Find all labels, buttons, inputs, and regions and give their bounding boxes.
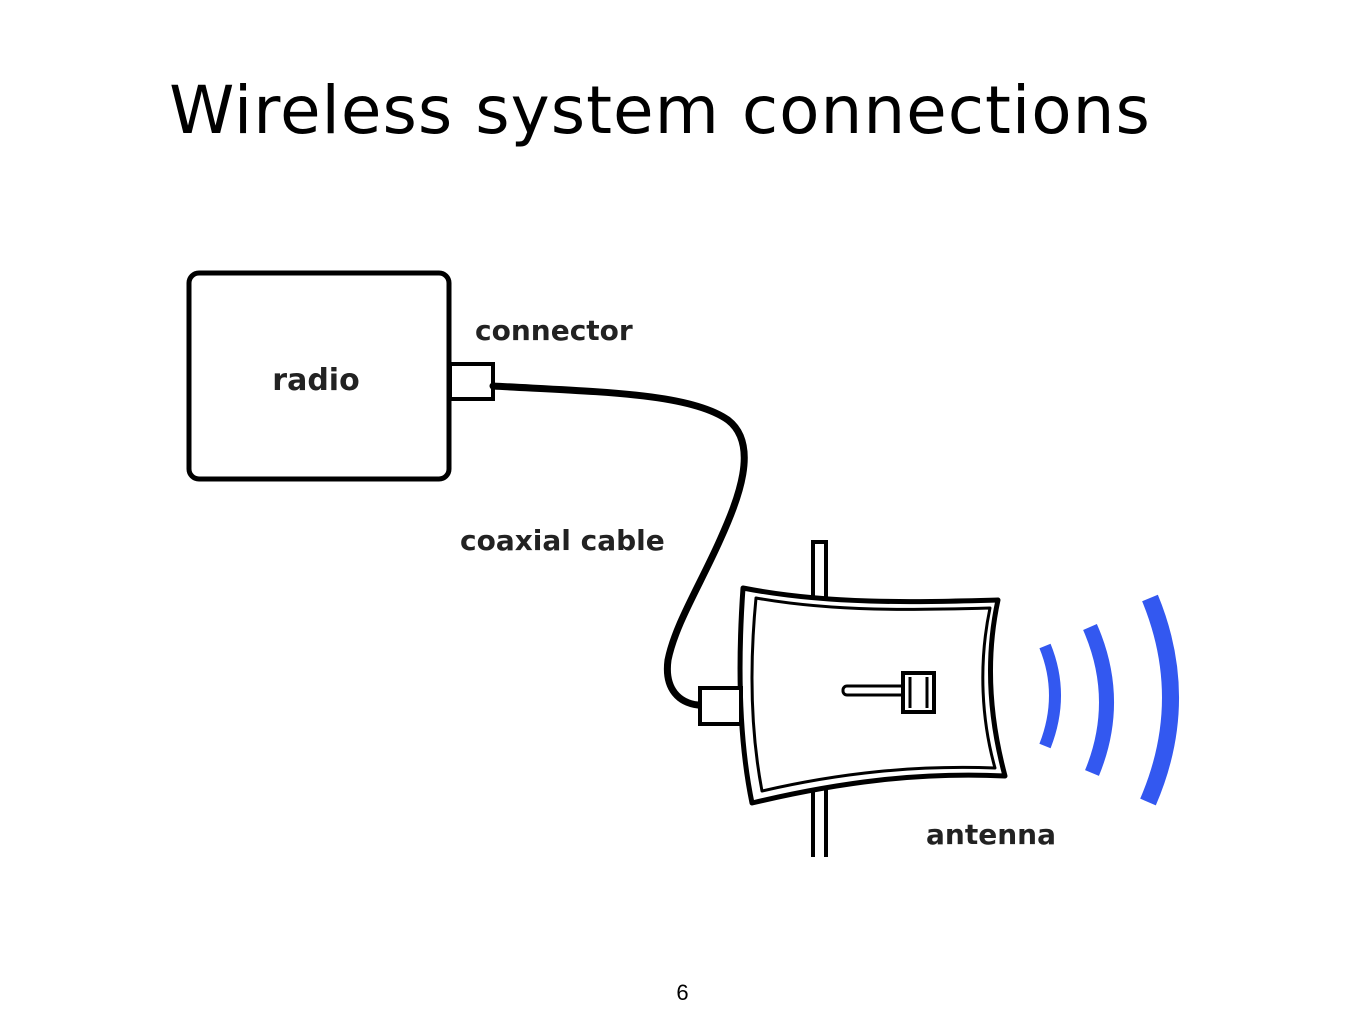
signal-wave-3 <box>1140 594 1179 806</box>
slide-title: Wireless system connections <box>169 72 1151 149</box>
signal-waves <box>1039 594 1179 806</box>
signal-wave-2 <box>1083 623 1114 776</box>
connector-label: connector <box>475 314 633 347</box>
signal-wave-1 <box>1039 643 1061 749</box>
radio-connector <box>448 362 495 401</box>
page-number: 6 <box>676 980 689 1005</box>
radio-label: radio <box>272 363 359 398</box>
coaxial-cable-label: coaxial cable <box>460 524 665 557</box>
panel-antenna <box>698 540 1008 857</box>
coaxial-cable <box>489 382 748 709</box>
antenna-label: antenna <box>926 818 1056 851</box>
